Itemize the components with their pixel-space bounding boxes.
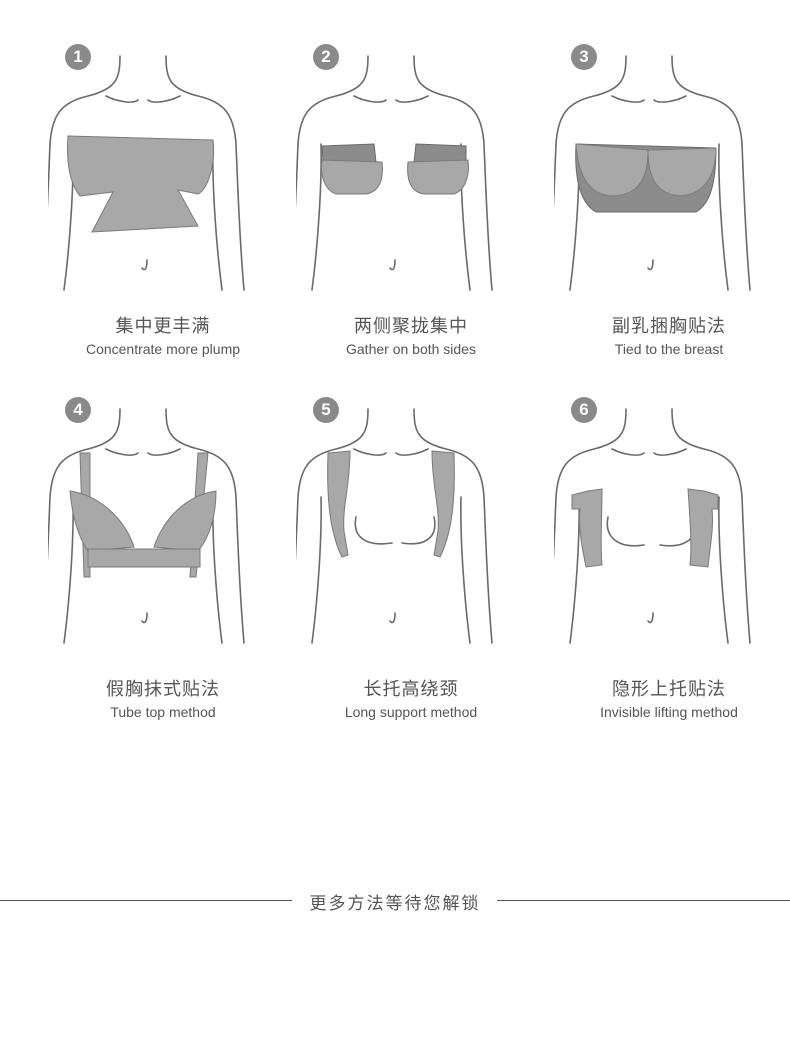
torso-illustration [296, 55, 493, 291]
step-badge: 6 [571, 397, 597, 423]
step-badge: 1 [65, 44, 91, 70]
long-tape-left [327, 450, 351, 558]
torso-illustration [554, 55, 751, 291]
band-tape [575, 143, 649, 197]
method-card-5: 5 长托高绕颈 Long support method [296, 397, 526, 737]
footer-divider-right [497, 900, 790, 901]
cup-tape-left [69, 490, 135, 552]
method-title-en: Concentrate more plump [85, 341, 241, 357]
method-title-cn: 副乳捆胸贴法 [612, 316, 726, 337]
side-tape-left [321, 143, 377, 163]
torso-illustration [296, 408, 493, 644]
side-tape-right [407, 159, 469, 195]
step-badge: 5 [313, 397, 339, 423]
side-tape-left [321, 159, 383, 195]
torso-illustration [554, 408, 751, 644]
footer-text: 更多方法等待您解锁 [309, 894, 481, 914]
method-card-1: 1 集中更丰满 Concentrate more plump [48, 44, 278, 384]
step-badge: 4 [65, 397, 91, 423]
method-card-4: 4 假胸抹式贴法 Tube top method [48, 397, 278, 737]
method-title-cn: 集中更丰满 [115, 316, 211, 337]
footer-divider-left [0, 900, 292, 901]
method-title-en: Long support method [344, 704, 478, 720]
method-title-cn: 长托高绕颈 [363, 679, 459, 700]
method-title-en: Invisible lifting method [600, 704, 738, 720]
method-card-6: 6 隐形上托贴法 Invisible lifting method [554, 397, 784, 737]
step-badge: 3 [571, 44, 597, 70]
method-title-cn: 隐形上托贴法 [612, 679, 726, 700]
cross-tape [67, 135, 215, 233]
method-title-en: Tube top method [110, 704, 216, 720]
band-tape [87, 548, 201, 568]
long-tape-right [431, 450, 455, 558]
side-tape-right [413, 143, 467, 163]
lift-tape-right [687, 488, 719, 568]
method-title-en: Gather on both sides [346, 341, 476, 357]
method-title-cn: 假胸抹式贴法 [106, 679, 220, 700]
method-card-2: 2 两侧聚拢集中 Gather on both sides [296, 44, 526, 384]
method-title-en: Tied to the breast [614, 341, 724, 357]
method-card-3: 3 副乳捆胸贴法 Tied to the breast [554, 44, 784, 384]
cup-tape-right [153, 490, 217, 552]
step-badge: 2 [313, 44, 339, 70]
torso-illustration [48, 55, 245, 291]
torso-illustration [48, 408, 245, 644]
lift-tape-left [571, 488, 603, 568]
method-title-cn: 两侧聚拢集中 [354, 316, 468, 337]
